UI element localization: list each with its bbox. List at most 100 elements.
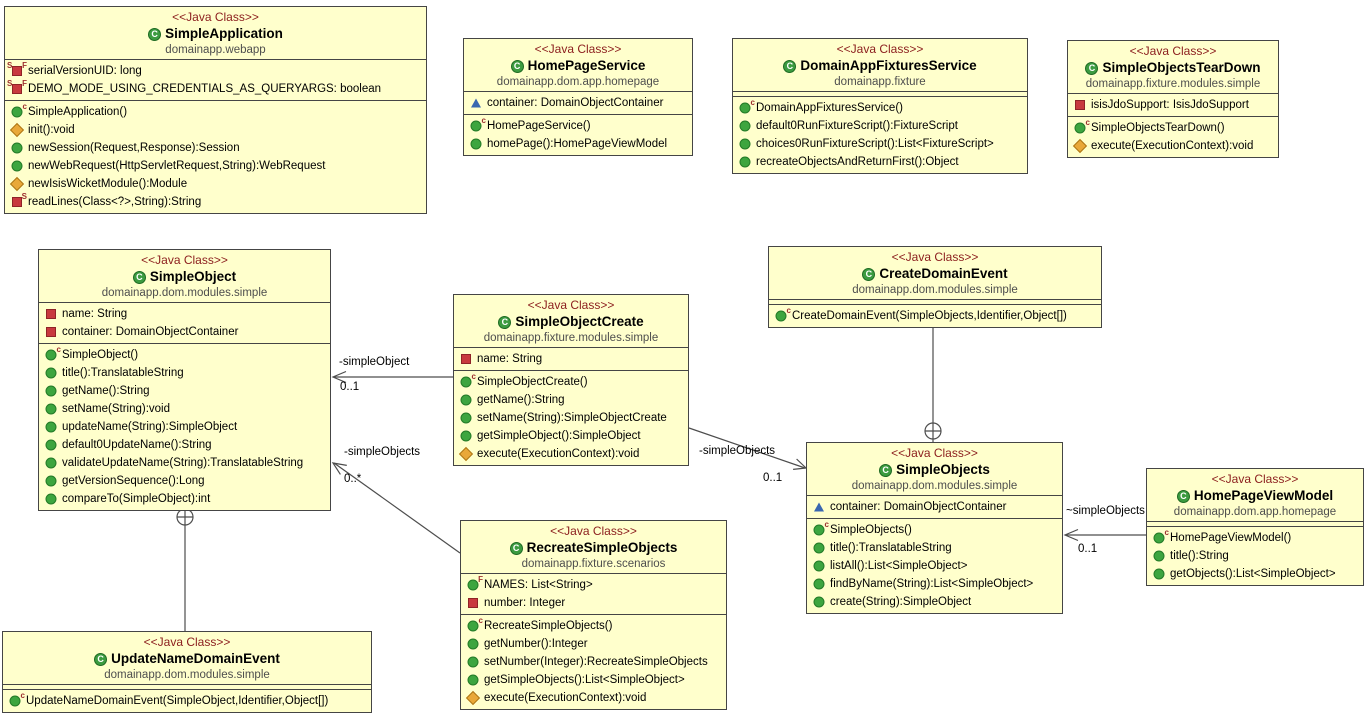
public-method-icon (43, 438, 59, 452)
member-text: homePage():HomePageViewModel (487, 138, 668, 150)
class-name: SimpleObjectCreate (515, 314, 644, 329)
constructor-icon: c (7, 692, 25, 708)
constructor-icon: c (1151, 529, 1169, 545)
member-text: recreateObjectsAndReturnFirst():Object (756, 156, 959, 168)
edge-multiplicity-label: 0..1 (763, 472, 783, 484)
class-name: HomePageService (527, 58, 646, 73)
member-text: HomePageService() (487, 120, 591, 132)
java-class-icon: C (94, 652, 108, 666)
public-method-icon (1151, 567, 1167, 581)
member-text: SimpleApplication() (28, 106, 128, 118)
java-class-icon: C (1176, 489, 1190, 503)
edge-role-label: -simpleObjects (699, 445, 776, 457)
private-static-method-icon: S (9, 193, 27, 209)
constructor-icon: c (43, 346, 61, 362)
public-method-icon (9, 141, 25, 155)
protected-method-icon (1072, 138, 1088, 154)
member-text: getSimpleObjects():List<SimpleObject> (484, 674, 685, 686)
member-text: container: DomainObjectContainer (830, 501, 1007, 513)
fields-compartment: isisJdoSupport: IsisJdoSupport (1068, 93, 1278, 116)
edge-role-label: ~simpleObjects (1066, 505, 1145, 517)
member-row: container: DomainObjectContainer (468, 94, 688, 112)
public-method-icon (737, 137, 753, 151)
open-arrowhead-icon (1063, 528, 1079, 542)
public-method-icon (43, 456, 59, 470)
member-text: compareTo(SimpleObject):int (62, 493, 211, 505)
member-row: default0RunFixtureScript():FixtureScript (737, 117, 1023, 135)
member-row: listAll():List<SimpleObject> (811, 557, 1058, 575)
public-method-icon (458, 411, 474, 425)
member-text: SimpleObjects() (830, 524, 912, 536)
fields-compartment: container: DomainObjectContainer (807, 495, 1062, 518)
package-field-icon (811, 500, 827, 514)
class-name: SimpleObjectsTearDown (1102, 60, 1261, 75)
stereotype-label: <<Java Class>> (891, 446, 978, 460)
member-text: DEMO_MODE_USING_CREDENTIALS_AS_QUERYARGS… (28, 83, 382, 95)
member-row: name: String (458, 350, 684, 368)
member-text: DomainAppFixturesService() (756, 102, 903, 114)
nested-anchor-cross-icon (925, 423, 941, 439)
member-row: recreateObjectsAndReturnFirst():Object (737, 153, 1023, 171)
stereotype-label: <<Java Class>> (534, 42, 622, 56)
member-row: init():void (9, 121, 422, 139)
member-row: getVersionSequence():Long (43, 472, 326, 490)
member-row: validateUpdateName(String):TranslatableS… (43, 454, 326, 472)
member-row: setNumber(Integer):RecreateSimpleObjects (465, 653, 722, 671)
member-text: title():TranslatableString (62, 367, 184, 379)
public-method-icon (1151, 549, 1167, 563)
member-row: create(String):SimpleObject (811, 593, 1058, 611)
stereotype-label: <<Java Class>> (1211, 472, 1299, 486)
member-row: choices0RunFixtureScript():List<FixtureS… (737, 135, 1023, 153)
member-row: container: DomainObjectContainer (811, 498, 1058, 516)
class-name: SimpleObject (149, 269, 237, 284)
member-text: name: String (62, 308, 128, 320)
fields-compartment (3, 684, 371, 689)
member-text: getVersionSequence():Long (62, 475, 205, 487)
public-method-icon (458, 393, 474, 407)
package-field-icon (468, 96, 484, 110)
member-text: RecreateSimpleObjects() (484, 620, 613, 632)
member-text: CreateDomainEvent(SimpleObjects,Identifi… (792, 310, 1067, 322)
protected-method-icon (458, 446, 474, 462)
constructor-icon: c (458, 373, 476, 389)
package-name: domainapp.dom.app.homepage (1173, 506, 1337, 518)
constructor-icon: c (1072, 119, 1090, 135)
public-method-icon (465, 637, 481, 651)
member-text: name: String (477, 353, 543, 365)
member-text: SimpleObjectsTearDown() (1091, 122, 1225, 134)
public-method-icon (811, 541, 827, 555)
member-row: newSession(Request,Response):Session (9, 139, 422, 157)
package-name: domainapp.webapp (165, 44, 266, 56)
member-text: updateName(String):SimpleObject (62, 421, 238, 433)
member-row: compareTo(SimpleObject):int (43, 490, 326, 508)
